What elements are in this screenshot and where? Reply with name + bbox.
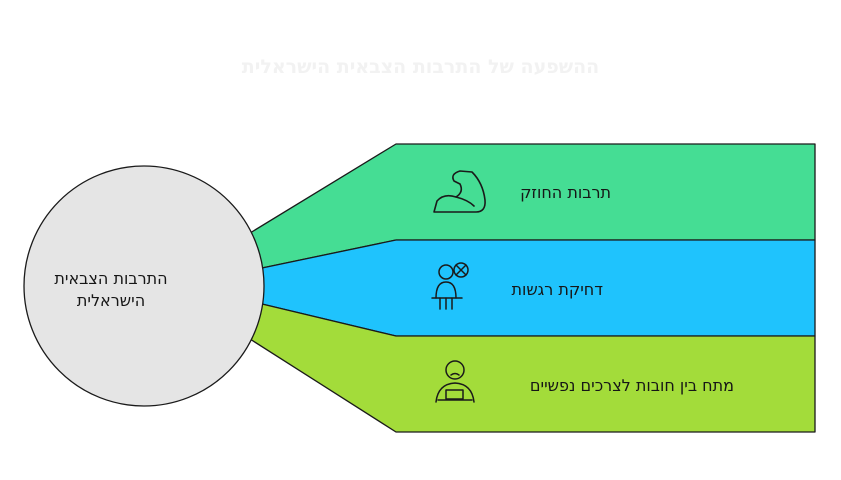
branch-label-suppression: דחיקת רגשות [511,280,603,299]
flexed-arm-icon [433,170,486,213]
person-crossed-emotion-icon [431,262,469,310]
sad-person-at-desk-icon [435,360,475,403]
branch-label-strength: תרבות החוזק [520,183,611,202]
hub-circle [23,165,265,407]
hub-label-line1: התרבות הצבאית [54,269,168,288]
hub-label-line2: הישראלית [76,291,146,310]
diagram-title: ההשפעה של התרבות הצבאית הישראלית [241,56,600,78]
hub-label: התרבות הצבאית הישראלית [36,268,186,312]
branch-label-tension: מתח בין חובות לצרכים נפשיים [529,376,734,395]
